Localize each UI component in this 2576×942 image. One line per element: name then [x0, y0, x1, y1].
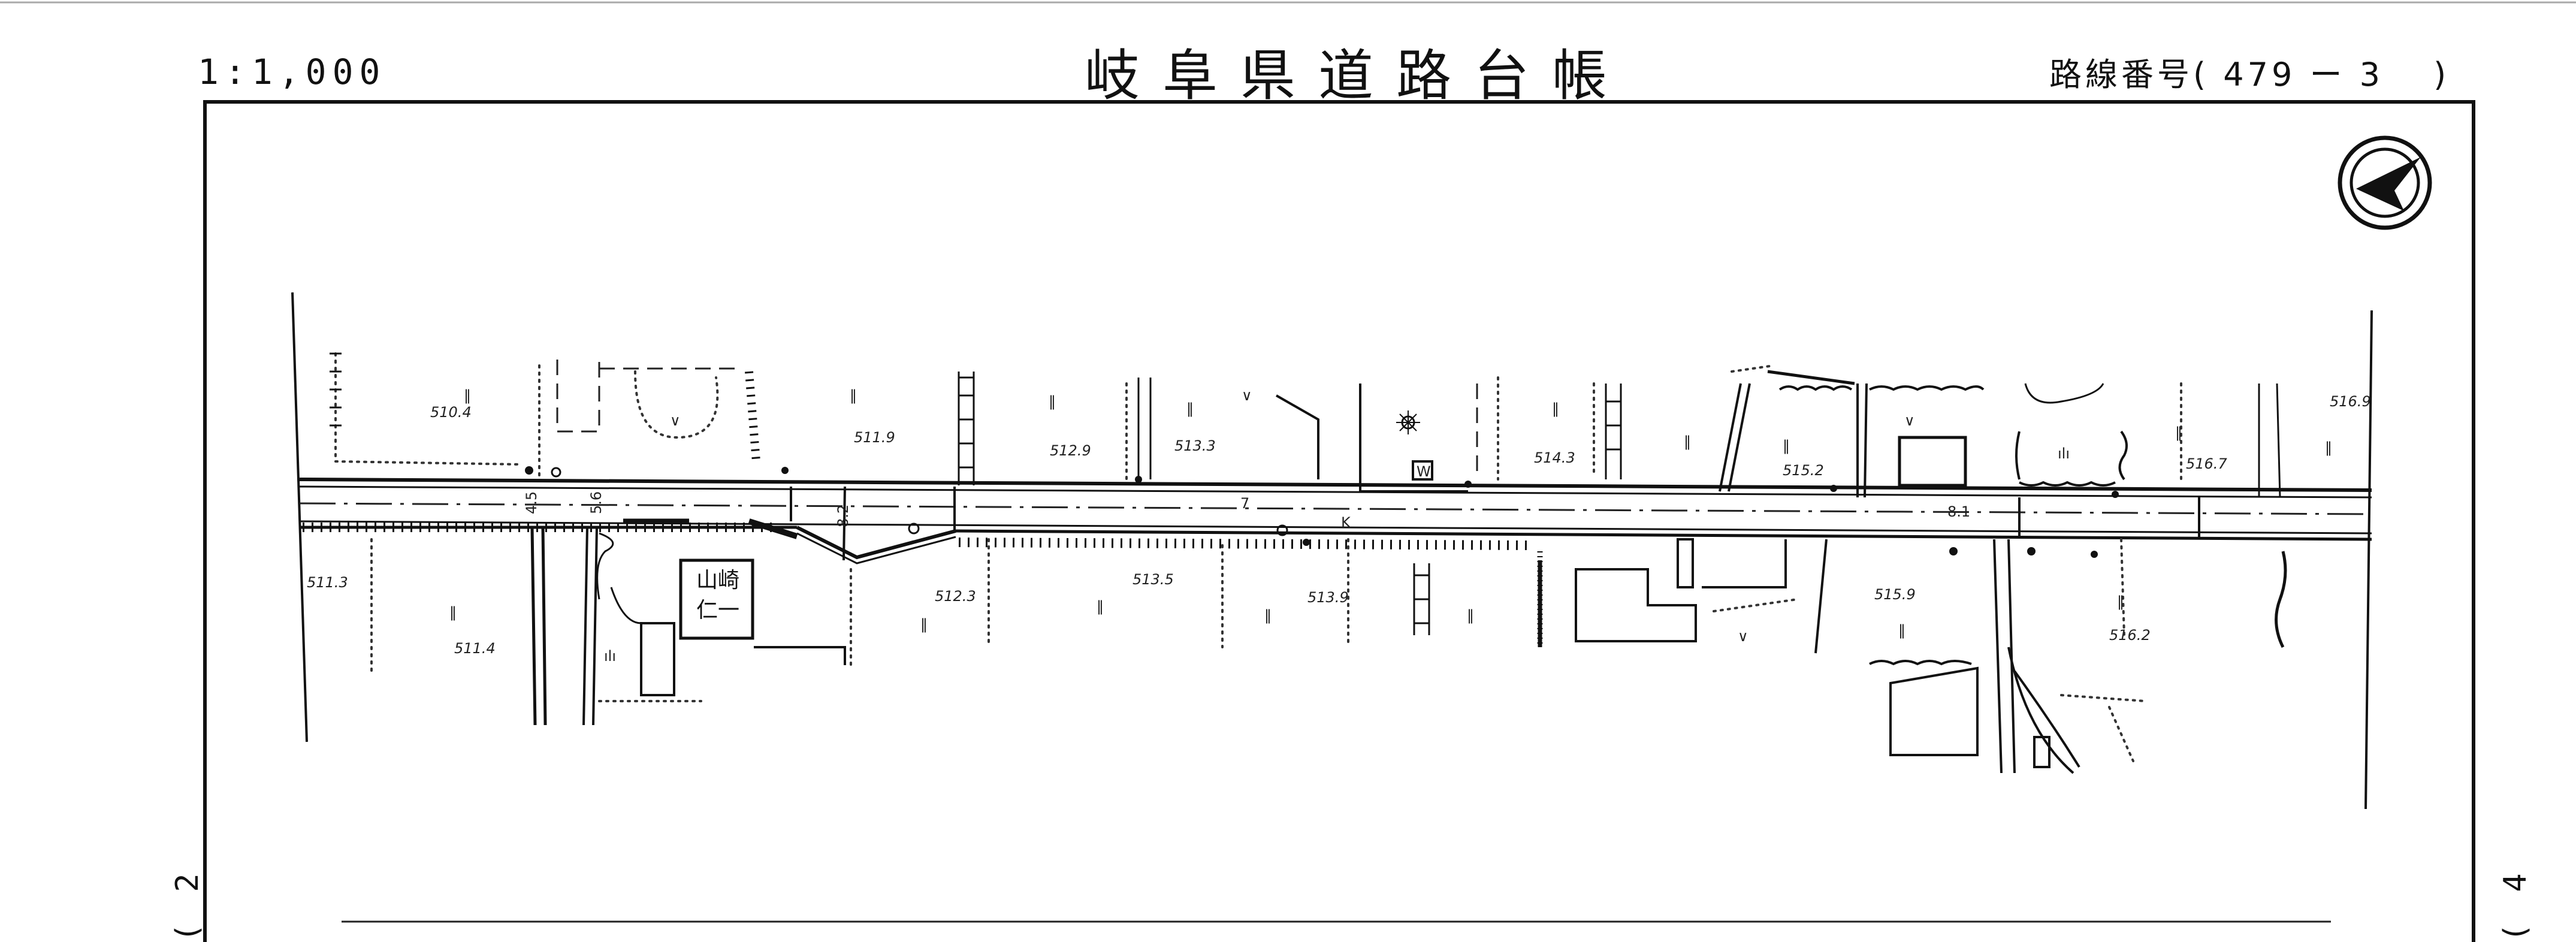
fences	[556, 360, 1478, 479]
svg-text:‖: ‖	[2325, 439, 2332, 456]
ladder-symbols	[330, 352, 1622, 635]
elevation-label: 515.2	[1783, 462, 1824, 479]
svg-text:∨: ∨	[1242, 387, 1252, 404]
svg-text:‖: ‖	[464, 387, 471, 404]
road-width-labels: 4.5 5.6 8.2 7 8.1	[523, 491, 1970, 527]
svg-text:‖: ‖	[920, 616, 928, 633]
svg-text:∨: ∨	[670, 412, 681, 429]
owner-building	[679, 558, 754, 640]
page-title: 岐阜県道路台帳	[1085, 44, 1630, 108]
elevation-label: 510.4	[430, 404, 472, 421]
road-marker: K	[1341, 514, 1351, 531]
svg-text:‖: ‖	[1186, 400, 1194, 417]
svg-text:∨: ∨	[1738, 628, 1748, 645]
svg-text:‖: ‖	[1783, 437, 1790, 454]
building-owner-line1: 山崎	[696, 568, 739, 593]
elevation-labels: 510.4 511.9 512.9 513.3 514.3 515.2 516.…	[307, 393, 2371, 657]
sun-shrine-icon	[1396, 410, 1420, 434]
survey-boundary-right	[2364, 310, 2373, 810]
elevation-label: 514.3	[1534, 449, 1575, 466]
road-width-label: 8.2	[835, 505, 851, 527]
north-arrow-icon	[2338, 135, 2432, 230]
elevation-label: 512.3	[935, 588, 976, 605]
svg-text:‖: ‖	[1264, 607, 1272, 624]
svg-text:‖: ‖	[2117, 593, 2124, 610]
buildings	[640, 370, 2104, 768]
road-edges	[299, 478, 2372, 564]
elevation-label: 513.9	[1307, 589, 1349, 606]
elevation-label: 516.7	[2186, 455, 2227, 472]
elevation-label: 515.9	[1874, 586, 1916, 603]
elevation-label: 511.4	[454, 640, 496, 657]
land-use-symbols: ‖ ‖ ‖ ‖ ‖ ‖ ‖ ‖ ‖ ‖ ‖ ‖ ‖ ‖ ‖ ‖ ∨ ∨ ∨ ∨ …	[449, 387, 2332, 665]
elevation-label: 512.9	[1050, 442, 1091, 459]
svg-text:‖: ‖	[1898, 622, 1905, 639]
road-hatch-center	[958, 538, 1529, 550]
road-width-label: 8.1	[1947, 503, 1970, 520]
map-frame	[203, 100, 2475, 942]
elevation-label: 511.9	[854, 429, 895, 446]
svg-text:‖: ‖	[1684, 433, 1691, 450]
elevation-label: 513.5	[1133, 571, 1174, 588]
svg-text:ılı: ılı	[604, 648, 616, 665]
svg-text:‖: ‖	[2175, 424, 2182, 441]
svg-text:ılı: ılı	[2058, 445, 2070, 462]
svg-text:‖: ‖	[1097, 598, 1104, 615]
svg-text:‖: ‖	[1467, 607, 1474, 624]
map-scale: 1:1,000	[198, 52, 386, 92]
road-width-label: 4.5	[523, 491, 540, 514]
width-markers	[790, 486, 2200, 561]
svg-text:‖: ‖	[1552, 400, 1559, 417]
parcel-boundaries	[334, 352, 2182, 762]
side-roads	[530, 383, 2281, 774]
survey-boundary-left	[291, 292, 308, 742]
road-centerline	[299, 502, 2372, 515]
svg-text:‖: ‖	[1049, 393, 1056, 410]
elevation-label: 511.3	[307, 574, 348, 591]
elevation-label: 513.3	[1174, 437, 1216, 454]
elevation-label: 516.2	[2109, 627, 2151, 644]
building-owner-line2: 仁一	[696, 598, 739, 623]
svg-text:∨: ∨	[1904, 412, 1915, 429]
point-markers	[525, 466, 2119, 558]
path-curve	[596, 532, 614, 600]
elevation-label: 516.9	[2330, 393, 2371, 410]
path-curve	[610, 587, 642, 624]
road-width-label: 7	[1240, 495, 1249, 512]
water-symbol: W	[1417, 463, 1431, 480]
route-number: 路線番号( 479 ー 3 )	[2049, 56, 2450, 93]
hedges	[1537, 385, 2287, 666]
svg-text:‖: ‖	[449, 604, 457, 621]
svg-text:‖: ‖	[850, 387, 857, 404]
road-width-label: 5.6	[588, 491, 605, 514]
